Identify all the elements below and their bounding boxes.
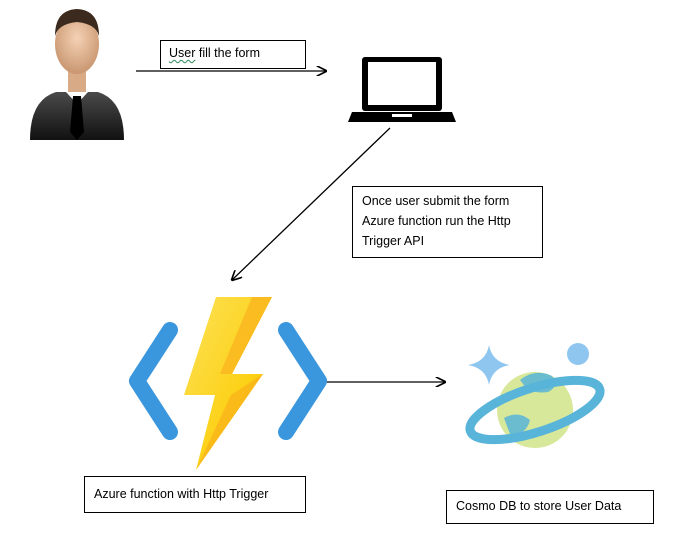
azure-function-label: Azure function with Http Trigger (84, 476, 306, 513)
azure-function-label-text: Azure function with Http Trigger (94, 487, 269, 501)
businessman-avatar-icon (30, 9, 124, 140)
laptop-icon (348, 57, 456, 122)
cosmos-db-planet-icon (465, 343, 605, 448)
cosmos-db-label-text: Cosmo DB to store User Data (456, 499, 622, 513)
arrow-laptop-to-function (232, 127, 391, 280)
user-fill-suffix: fill the form (195, 46, 261, 60)
azure-functions-lightning-icon (129, 297, 327, 470)
submit-form-note: Once user submit the form Azure function… (352, 186, 543, 258)
user-fill-prefix: User (169, 46, 196, 60)
submit-note-line-1: Once user submit the form (362, 194, 510, 208)
submit-note-line-3: Trigger API (362, 234, 425, 248)
user-fill-form-label: User fill the form (160, 40, 306, 69)
cosmos-db-label: Cosmo DB to store User Data (446, 490, 654, 524)
submit-note-line-2: Azure function run the Http (362, 214, 511, 228)
